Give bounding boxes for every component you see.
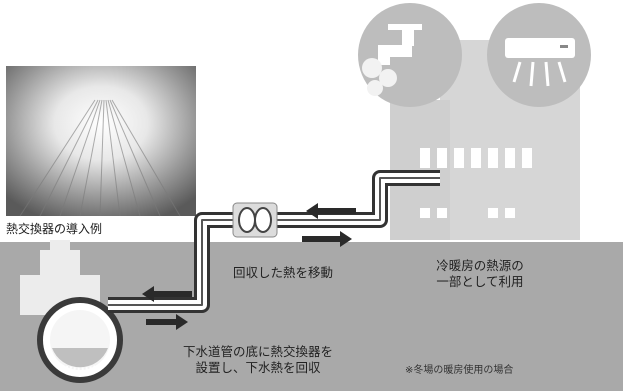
heat-exchanger-photo — [6, 66, 196, 217]
install-line2: 設置し、下水熱を回収 — [195, 360, 321, 376]
heat-use-label: 冷暖房の熱源の 一部として利用 — [405, 258, 555, 291]
heat-move-label: 回収した熱を移動 — [233, 265, 334, 280]
winter-note: ※冬場の暖房使用の場合 — [405, 365, 514, 376]
air-conditioner-icon — [487, 3, 591, 107]
heat-pipe — [108, 170, 440, 313]
flow-arrows — [142, 203, 356, 330]
install-line1: 下水道管の底に熱交換器を — [182, 344, 333, 359]
heat-pump-unit — [232, 202, 278, 238]
photo-caption: 熱交換器の導入例 — [6, 222, 103, 236]
install-label: 下水道管の底に熱交換器を 設置し、下水熱を回収 — [158, 344, 358, 377]
heat-use-line2: 一部として利用 — [436, 274, 524, 290]
faucet-icon — [358, 3, 462, 107]
sewer-pipe — [37, 297, 123, 383]
heat-use-line1: 冷暖房の熱源の — [436, 258, 524, 273]
